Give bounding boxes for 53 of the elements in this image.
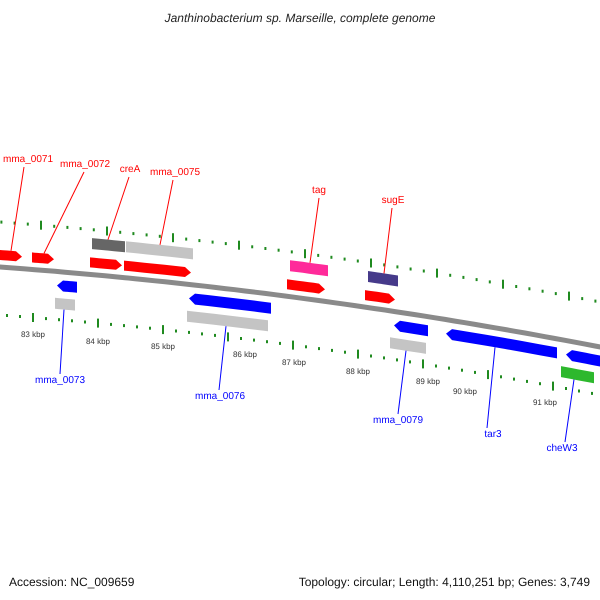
title: Janthinobacterium sp. Marseille, complete genome [164,12,436,24]
gene-label: mma_0073 [34,376,86,386]
gene-label: mma_0076 [194,392,246,402]
gene-feature [124,260,191,277]
gene-feature [287,279,325,294]
gene-label: mma_0071 [2,155,54,165]
gene-label: mma_0079 [372,416,424,426]
gene-label: creA [120,165,140,175]
gene-bar [561,366,594,384]
scale-label: 90 kbp [452,388,478,396]
scale-label: 86 kbp [232,351,258,359]
gene-feature [446,329,557,358]
leader-line [310,198,320,264]
scale-label: 91 kbp [532,399,558,407]
gene-label: mma_0072 [60,160,110,170]
leader-line [44,172,84,254]
gene-bar [126,241,193,260]
leader-line [160,180,174,246]
leader-line [10,166,24,252]
gene-label: tag [312,186,326,196]
leader-line [218,326,226,390]
gene-feature [189,294,271,314]
scale-label: 83 kbp [20,331,46,339]
genome-summary: Topology: circular; Length: 4,110,251 bp; Genes: 3,749 [298,576,590,588]
scale-label: 84 kbp [86,338,110,346]
gene-label: sugE [382,196,404,206]
gene-bar [187,310,268,332]
gene-feature [57,280,77,293]
scale-label: 89 kbp [416,378,440,386]
scale-label: 88 kbp [346,368,370,376]
accession-text: Accession: NC_009659 [9,576,134,588]
leader-line [398,350,406,414]
leader-line [60,309,64,374]
gene-bar [55,298,75,311]
gene-feature [0,249,22,262]
gene-label: mma_0075 [150,168,200,178]
scale-label: 85 kbp [150,343,176,351]
leader-line [564,379,574,442]
gene-bar [368,271,398,286]
scale-label: 87 kbp [282,359,306,367]
gene-label: tar3 [484,430,502,440]
leader-line [486,346,496,428]
gene-feature [90,257,122,270]
gene-feature [566,350,600,366]
leader-line [108,176,130,240]
gene-bar [290,260,328,276]
gene-bar [92,238,125,252]
gene-feature [365,290,395,304]
leader-line [384,208,392,274]
gene-bar [390,337,426,354]
gene-label: cheW3 [546,444,578,454]
gene-feature [32,252,54,264]
gene-feature [394,320,428,336]
